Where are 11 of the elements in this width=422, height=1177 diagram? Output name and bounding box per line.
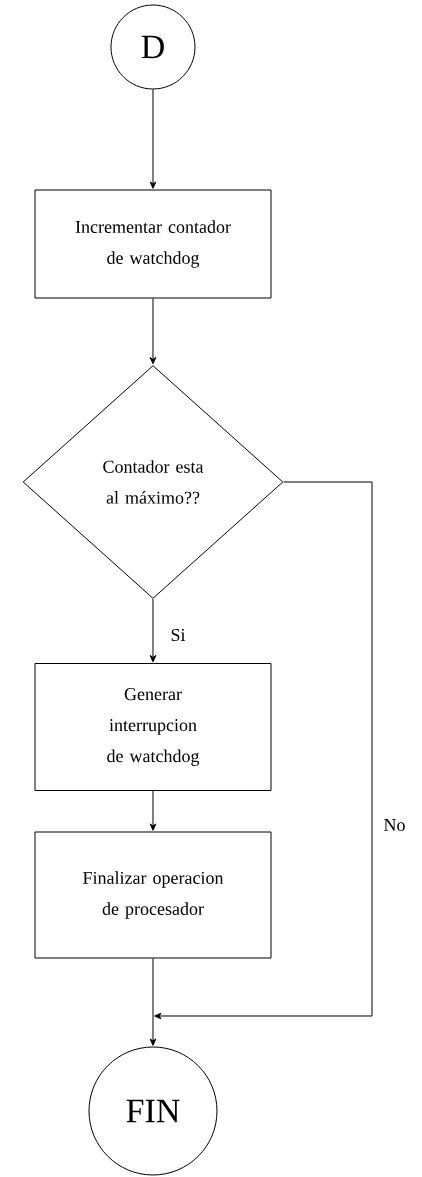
arrow [149, 958, 157, 1046]
edge-label: Si [171, 628, 186, 642]
arrow [149, 598, 157, 663]
process-box: Incrementar contador de watchdog [34, 189, 272, 299]
arrow [149, 89, 157, 189]
edge-label: No [384, 819, 405, 831]
arrow [149, 298, 157, 365]
arrow [149, 790, 157, 831]
arrow [154, 481, 373, 1020]
process-box: Generar interrupcion de watchdog [34, 663, 272, 791]
process-box: Finalizar operacion de procesador [34, 831, 272, 959]
